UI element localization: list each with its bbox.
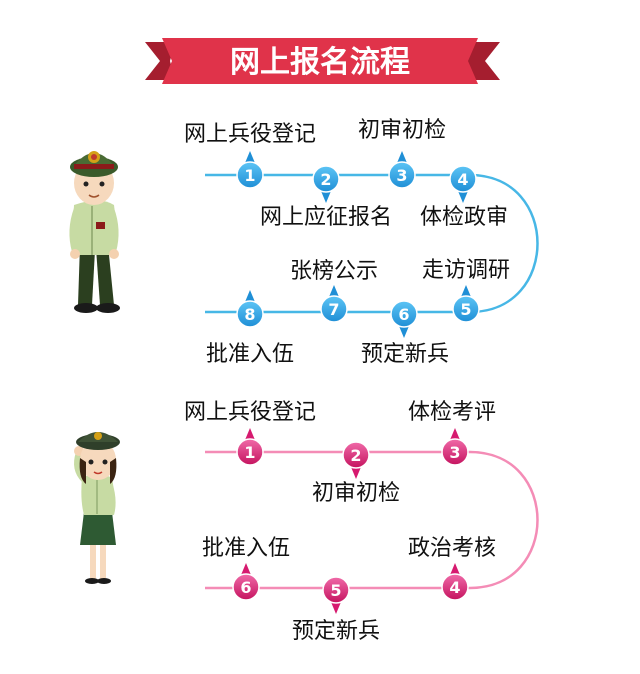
female-pin-number: 3 bbox=[449, 443, 460, 462]
female-pin-circle bbox=[236, 438, 264, 466]
male-soldier-icon bbox=[69, 151, 120, 313]
male-pin-number: 1 bbox=[244, 166, 255, 185]
female-pin-circle bbox=[441, 573, 469, 601]
title-banner: 网上报名流程 bbox=[145, 38, 500, 84]
male-step-pin-5: 5 bbox=[452, 285, 480, 323]
female-pin-number: 4 bbox=[449, 578, 460, 597]
male-pin-number: 7 bbox=[328, 300, 339, 319]
male-step-pin-2: 2 bbox=[312, 165, 340, 203]
male-step-label-1: 网上兵役登记 bbox=[184, 122, 316, 147]
female-step-label-2: 初审初检 bbox=[312, 481, 400, 506]
female-step-pin-5: 5 bbox=[322, 576, 350, 614]
male-pin-circle bbox=[452, 295, 480, 323]
male-step-pin-3: 3 bbox=[388, 151, 416, 189]
male-pin-circle bbox=[236, 161, 264, 189]
female-step-pin-4: 4 bbox=[441, 563, 469, 601]
male-step-label-3: 初审初检 bbox=[358, 118, 446, 143]
male-step-pin-8: 8 bbox=[236, 290, 264, 328]
male-step-label-2: 网上应征报名 bbox=[260, 205, 392, 230]
female-step-label-4: 政治考核 bbox=[408, 536, 496, 561]
female-soldier-icon bbox=[74, 432, 120, 584]
female-step-pin-3: 3 bbox=[441, 428, 469, 466]
female-pin-number: 6 bbox=[240, 578, 251, 597]
male-pin-circle bbox=[236, 300, 264, 328]
male-pin-number: 2 bbox=[320, 170, 331, 189]
male-flow-path bbox=[205, 173, 539, 314]
male-pin-circle bbox=[449, 165, 477, 193]
female-pin-circle bbox=[342, 441, 370, 469]
female-pin-circle bbox=[322, 576, 350, 604]
male-step-pin-1: 1 bbox=[236, 151, 264, 189]
male-step-label-8: 批准入伍 bbox=[206, 342, 294, 367]
male-pin-circle bbox=[312, 165, 340, 193]
female-pin-number: 1 bbox=[244, 443, 255, 462]
female-pin-number: 2 bbox=[350, 446, 361, 465]
male-step-pin-7: 7 bbox=[320, 285, 348, 323]
male-pin-circle bbox=[320, 295, 348, 323]
female-pin-circle bbox=[441, 438, 469, 466]
male-step-pin-4: 4 bbox=[449, 165, 477, 203]
male-step-label-4: 体检政审 bbox=[420, 205, 508, 230]
page-title: 网上报名流程 bbox=[230, 45, 410, 80]
male-step-label-7: 张榜公示 bbox=[290, 259, 378, 284]
female-step-pin-2: 2 bbox=[342, 441, 370, 479]
female-step-pins: 1 2 3 4 5 6 bbox=[232, 428, 469, 614]
female-step-label-5: 预定新兵 bbox=[292, 619, 380, 644]
male-pin-number: 8 bbox=[244, 305, 255, 324]
female-step-pin-6: 6 bbox=[232, 563, 260, 601]
female-step-pin-1: 1 bbox=[236, 428, 264, 466]
male-step-pin-6: 6 bbox=[390, 300, 418, 338]
male-pin-circle bbox=[390, 300, 418, 328]
male-step-pins: 1 2 3 4 5 6 7 8 bbox=[236, 151, 480, 338]
female-step-label-6: 批准入伍 bbox=[202, 536, 290, 561]
male-pin-circle bbox=[388, 161, 416, 189]
male-pin-number: 4 bbox=[457, 170, 468, 189]
female-pin-number: 5 bbox=[330, 581, 341, 600]
female-step-labels: 网上兵役登记 初审初检 体检考评 政治考核 预定新兵 批准入伍 bbox=[184, 400, 496, 644]
female-flow-path bbox=[205, 450, 539, 590]
female-step-label-1: 网上兵役登记 bbox=[184, 400, 316, 425]
female-step-label-3: 体检考评 bbox=[408, 400, 496, 425]
male-pin-number: 5 bbox=[460, 300, 471, 319]
female-pin-circle bbox=[232, 573, 260, 601]
male-step-label-5: 走访调研 bbox=[422, 258, 510, 283]
male-step-labels: 网上兵役登记 网上应征报名 初审初检 体检政审 走访调研 预定新兵 张榜公示 批… bbox=[184, 118, 510, 367]
male-pin-number: 6 bbox=[398, 305, 409, 324]
male-pin-number: 3 bbox=[396, 166, 407, 185]
male-step-label-6: 预定新兵 bbox=[361, 342, 449, 367]
